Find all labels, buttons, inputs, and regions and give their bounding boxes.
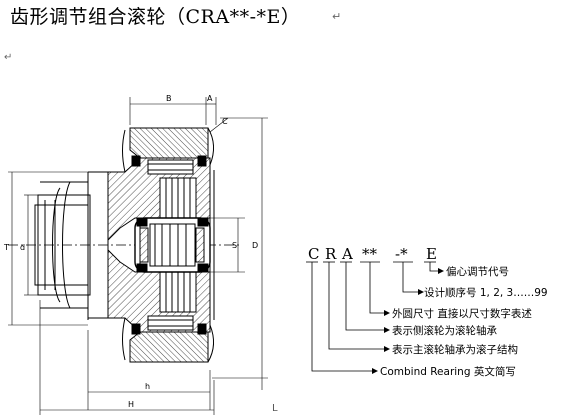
dimension-lines bbox=[8, 97, 268, 415]
code-char-a: A bbox=[341, 245, 353, 263]
end-mark: L bbox=[272, 403, 278, 414]
code-underlines bbox=[306, 261, 438, 372]
dim-label-b: B bbox=[166, 94, 172, 103]
legend-main-roller: 表示主滚轮轴承为滚子结构 bbox=[392, 343, 518, 356]
dim-label-t: T bbox=[3, 243, 9, 252]
legend-eccentric: 偏心调节代号 bbox=[446, 265, 509, 278]
paragraph-mark-2: ↵ bbox=[4, 52, 13, 63]
paragraph-mark: ↵ bbox=[332, 10, 342, 23]
dim-label-hh: H bbox=[128, 400, 134, 409]
legend-side-roller: 表示侧滚轮为滚轮轴承 bbox=[392, 324, 497, 337]
code-char-c: C bbox=[308, 245, 319, 263]
leader-arrows bbox=[372, 268, 444, 374]
model-code: C R A ** -* E bbox=[308, 245, 437, 263]
outer-ring-bottom bbox=[129, 331, 209, 363]
legend-english-abbr: Combind Rearing 英文简写 bbox=[380, 365, 516, 378]
code-char-r: R bbox=[325, 245, 337, 263]
roller-drawing bbox=[8, 127, 240, 363]
code-legend: 偏心调节代号 设计顺序号 1, 2, 3……99 外圆尺寸 直接以尺寸数字表述 … bbox=[380, 265, 548, 378]
dim-label-d: d bbox=[20, 243, 25, 252]
stud-thread bbox=[37, 194, 91, 296]
dim-label-s: S bbox=[232, 241, 237, 250]
code-char-stars: ** bbox=[362, 245, 378, 263]
dim-label-dd: D bbox=[252, 241, 258, 250]
dim-label-h: h bbox=[145, 382, 150, 391]
dim-label-a: A bbox=[207, 94, 213, 103]
code-char-e: E bbox=[426, 245, 437, 263]
legend-design-sequence: 设计顺序号 1, 2, 3……99 bbox=[424, 286, 548, 299]
page-title: 齿形调节组合滚轮（CRA**-*E） bbox=[10, 6, 301, 28]
outer-ring-top bbox=[129, 127, 209, 159]
dim-label-c: C bbox=[222, 117, 228, 126]
legend-outer-size: 外圆尺寸 直接以尺寸数字表述 bbox=[392, 307, 532, 320]
code-char-dash-star: -* bbox=[395, 245, 408, 263]
side-rollers bbox=[159, 177, 197, 313]
dimension-labels: B A C T d S D h H bbox=[3, 94, 258, 409]
